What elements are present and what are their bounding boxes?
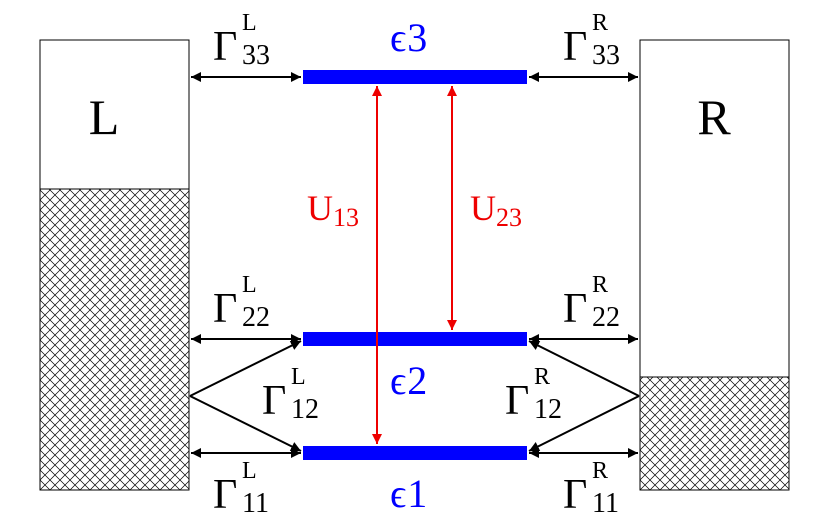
left-lead: L bbox=[39, 39, 190, 491]
label-e3: ϵ3 bbox=[390, 15, 427, 60]
level-e1-bar bbox=[303, 446, 527, 460]
energy-levels bbox=[303, 70, 527, 460]
svg-text:11: 11 bbox=[242, 488, 269, 519]
svg-text:11: 11 bbox=[592, 488, 619, 519]
svg-text:Γ: Γ bbox=[262, 378, 286, 424]
left-lead-filled-region bbox=[40, 189, 189, 490]
coupling-labels: Γ L 33 Γ R 33 Γ L 22 Γ R 22 Γ L 12 Γ R 1… bbox=[213, 10, 620, 519]
svg-text:12: 12 bbox=[291, 394, 319, 425]
svg-text:Γ: Γ bbox=[563, 472, 587, 518]
label-g22-left: Γ L 22 bbox=[213, 272, 270, 333]
label-g12-left: Γ L 12 bbox=[262, 364, 319, 425]
left-lead-label: L bbox=[89, 89, 120, 145]
svg-text:Γ: Γ bbox=[213, 286, 237, 332]
arrow-g12-right-to-e1 bbox=[528, 395, 640, 452]
svg-text:Γ: Γ bbox=[563, 286, 587, 332]
label-u23: U23 bbox=[470, 188, 522, 232]
right-lead-label: R bbox=[697, 89, 731, 145]
label-e2: ϵ2 bbox=[390, 358, 427, 403]
level-e2-bar bbox=[303, 332, 527, 346]
right-lead-filled-region bbox=[640, 377, 789, 490]
svg-text:33: 33 bbox=[242, 40, 270, 71]
level-e3-bar bbox=[303, 70, 527, 84]
svg-text:L: L bbox=[242, 272, 257, 298]
svg-text:Γ: Γ bbox=[505, 378, 529, 424]
svg-text:L: L bbox=[242, 10, 257, 36]
coupling-arrows bbox=[189, 72, 640, 458]
label-g11-left: Γ L 11 bbox=[213, 458, 269, 519]
arrow-g12-left-to-e2 bbox=[189, 340, 302, 397]
label-g33-left: Γ L 33 bbox=[213, 10, 270, 71]
interaction-arrows bbox=[372, 86, 457, 444]
label-g33-right: Γ R 33 bbox=[563, 10, 620, 71]
svg-text:R: R bbox=[592, 272, 608, 298]
svg-text:33: 33 bbox=[592, 40, 620, 71]
arrow-g12-right-to-e2 bbox=[528, 340, 640, 397]
svg-text:L: L bbox=[291, 364, 306, 390]
svg-text:R: R bbox=[534, 364, 550, 390]
label-g22-right: Γ R 22 bbox=[563, 272, 620, 333]
svg-text:22: 22 bbox=[592, 302, 620, 333]
label-g11-right: Γ R 11 bbox=[563, 458, 619, 519]
svg-text:L: L bbox=[242, 458, 257, 484]
svg-text:R: R bbox=[592, 10, 608, 36]
label-g12-right: Γ R 12 bbox=[505, 364, 562, 425]
svg-text:R: R bbox=[592, 458, 608, 484]
arrow-g12-left-to-e1 bbox=[189, 395, 302, 452]
svg-text:12: 12 bbox=[534, 394, 562, 425]
svg-text:Γ: Γ bbox=[563, 24, 587, 70]
label-e1: ϵ1 bbox=[390, 471, 427, 516]
label-u13: U13 bbox=[307, 188, 359, 232]
right-lead: R bbox=[639, 39, 790, 491]
svg-text:Γ: Γ bbox=[213, 24, 237, 70]
svg-text:Γ: Γ bbox=[213, 472, 237, 518]
svg-text:22: 22 bbox=[242, 302, 270, 333]
